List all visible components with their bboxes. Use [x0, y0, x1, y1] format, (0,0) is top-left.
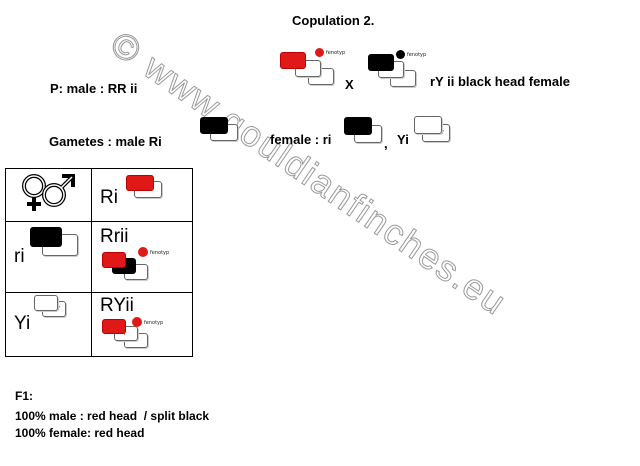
punnett-square: Ri ri Rrii fenotyp Yi Y RYii [5, 168, 193, 357]
chip-black [30, 227, 62, 247]
header-gamete-label: Ri [100, 187, 118, 208]
f1-result-female: 100% female: red head [15, 426, 145, 440]
fenotyp-label: fenotyp [144, 320, 164, 326]
red-dot-icon [132, 317, 142, 327]
chip-black [200, 117, 228, 134]
row-gamete-cell-ri: ri [5, 221, 92, 293]
female-gamete-chips [344, 117, 384, 145]
offspring-genotype: RYii [100, 295, 134, 316]
black-dot-icon [396, 50, 405, 59]
female-parent-label: rY ii black head female [430, 74, 570, 89]
offspring-cell-RYii: RYii Y fenotyp [91, 292, 193, 357]
sex-symbols-cell [5, 168, 92, 222]
f1-heading: F1: [15, 389, 33, 403]
female-phenotype-chips: Y fenotyp [368, 48, 438, 90]
red-dot-icon [138, 247, 148, 257]
chip-red [126, 175, 154, 191]
male-gamete-chips [200, 117, 240, 143]
chip-red [102, 252, 126, 268]
chip-black [368, 54, 394, 71]
fenotyp-label: fenotyp [150, 250, 170, 256]
row-gamete-label: Yi [14, 313, 31, 334]
chip-white [34, 295, 58, 311]
fenotyp-label: fenotyp [407, 52, 427, 58]
offspring-genotype: Rrii [100, 226, 129, 247]
chip-red [280, 52, 306, 69]
male-parent-label: P: male : RR ii [50, 81, 138, 96]
red-dot-icon [315, 48, 324, 57]
female-gamete-second: Yi [397, 132, 409, 147]
header-cell-Ri: Ri [91, 168, 193, 222]
fenotyp-label: fenotyp [326, 50, 346, 56]
chip-white [414, 116, 442, 134]
row-gamete-cell-Yi: Yi Y [5, 292, 92, 357]
title: Copulation 2. [292, 13, 375, 28]
female-gametes-label: female : ri [270, 132, 332, 147]
row-gamete-label: ri [14, 246, 25, 267]
chip-red [102, 319, 126, 334]
venus-mars-icon [22, 174, 75, 211]
chip-black [344, 117, 372, 135]
comma: , [384, 136, 388, 151]
y-gamete-chips: Y [414, 116, 454, 144]
offspring-cell-Rrii: Rrii fenotyp [91, 221, 193, 293]
f1-result-male: 100% male : red head / split black [15, 409, 210, 423]
male-phenotype-chips: fenotyp [278, 48, 358, 88]
male-gametes-label: Gametes : male Ri [49, 134, 162, 149]
cross-symbol: X [345, 77, 354, 92]
